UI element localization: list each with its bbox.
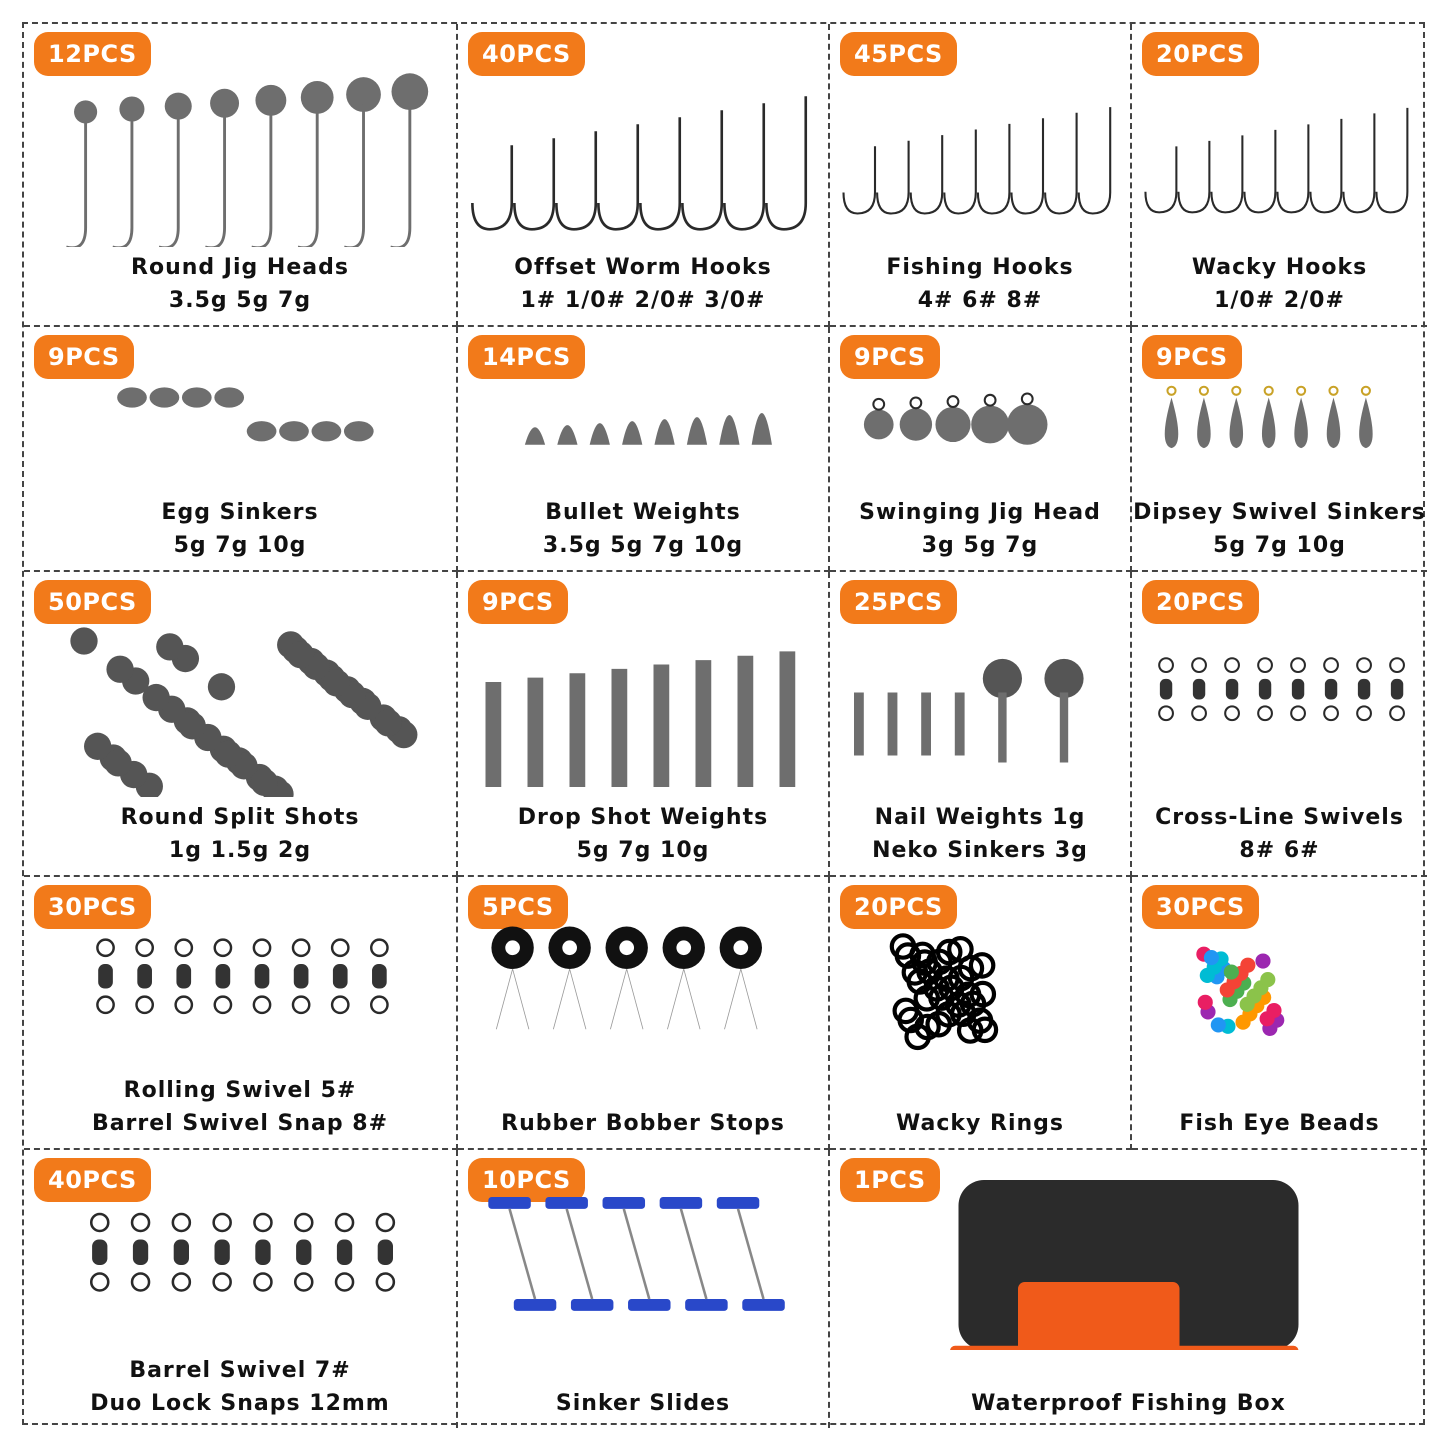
product-cell: 20PCS Wacky Rings: [830, 877, 1132, 1150]
product-title: Offset Worm Hooks: [514, 255, 772, 280]
product-title: Egg Sinkers: [161, 500, 319, 525]
product-subtitle: 1# 1/0# 2/0# 3/0#: [520, 288, 766, 313]
count-badge: 20PCS: [1142, 32, 1259, 76]
nail-weight-icon: [840, 602, 1120, 797]
count-badge: 50PCS: [34, 580, 151, 624]
product-title: Rolling Swivel 5#: [123, 1078, 357, 1103]
product-cell: 40PCS Offset Worm Hooks 1# 1/0# 2/0# 3/0#: [458, 24, 830, 327]
product-title: Barrel Swivel 7#: [129, 1358, 351, 1383]
product-title: Drop Shot Weights: [517, 805, 769, 830]
product-subtitle: 3.5g 5g 7g: [168, 288, 312, 313]
product-cell: 1PCS Waterproof Fishing Box: [830, 1150, 1427, 1428]
product-subtitle: 5g 7g 10g: [173, 533, 307, 558]
product-title: Swinging Jig Head: [859, 500, 1101, 525]
count-badge: 25PCS: [840, 580, 957, 624]
split-shot-icon: [34, 602, 446, 808]
product-cell: 9PCS Dipsey Swivel Sinkers 5g 7g 10g: [1132, 327, 1427, 572]
count-badge: 30PCS: [34, 885, 151, 929]
product-subtitle: 5g 7g 10g: [1213, 533, 1346, 558]
product-cell: 30PCS Rolling Swivel 5# Barrel Swivel Sna…: [24, 877, 458, 1150]
product-title: Fish Eye Beads: [1179, 1111, 1380, 1136]
product-subtitle: 8# 6#: [1239, 838, 1320, 863]
wacky-hook-icon: [1142, 54, 1417, 247]
count-badge: 45PCS: [840, 32, 957, 76]
count-badge: 20PCS: [840, 885, 957, 929]
count-badge: 9PCS: [1142, 335, 1242, 379]
product-title: Round Jig Heads: [131, 255, 349, 280]
count-badge: 10PCS: [468, 1158, 585, 1202]
duo-lock-snap-icon: [34, 1180, 446, 1350]
rolling-swivel-icon: [34, 907, 446, 1070]
product-title: Cross-Line Swivels: [1155, 805, 1404, 830]
product-subtitle: Neko Sinkers 3g: [872, 838, 1088, 863]
jig-head-icon: [34, 54, 446, 250]
product-subtitle: Duo Lock Snaps 12mm: [90, 1391, 390, 1416]
egg-sinker-icon: [34, 357, 446, 492]
product-cell: 9PCS Egg Sinkers 5g 7g 10g: [24, 327, 458, 572]
fishing-hook-icon: [840, 54, 1120, 247]
product-title: Nail Weights 1g: [874, 805, 1086, 830]
product-title: Sinker Slides: [555, 1391, 731, 1416]
product-grid: 12PCS Round Jig Heads 3.5g 5g 7g 40PCS Off…: [22, 22, 1427, 1428]
cross-swivel-icon: [1142, 602, 1417, 797]
product-cell: 25PCS Nail Weights 1g Neko Sinkers 3g: [830, 572, 1132, 877]
product-title: Round Split Shots: [120, 805, 360, 830]
count-badge: 12PCS: [34, 32, 151, 76]
product-title: Waterproof Fishing Box: [971, 1391, 1286, 1416]
product-title: Rubber Bobber Stops: [501, 1111, 785, 1136]
product-title: Bullet Weights: [545, 500, 741, 525]
product-cell: 5PCS Rubber Bobber Stops: [458, 877, 830, 1150]
product-subtitle: 3.5g 5g 7g 10g: [542, 533, 744, 558]
product-cell: 20PCS Cross-Line Swivels 8# 6#: [1132, 572, 1427, 877]
count-badge: 40PCS: [34, 1158, 151, 1202]
product-subtitle: 1/0# 2/0#: [1214, 288, 1345, 313]
product-subtitle: 4# 6# 8#: [917, 288, 1043, 313]
product-cell: 9PCS Drop Shot Weights 5g 7g 10g: [458, 572, 830, 877]
sinker-slide-icon: [468, 1180, 818, 1350]
product-title: Wacky Rings: [896, 1111, 1064, 1136]
drop-shot-icon: [468, 602, 818, 797]
count-badge: 1PCS: [840, 1158, 940, 1202]
product-cell: 30PCS Fish Eye Beads: [1132, 877, 1427, 1150]
count-badge: 30PCS: [1142, 885, 1259, 929]
product-subtitle: 1g 1.5g 2g: [168, 838, 312, 863]
count-badge: 9PCS: [840, 335, 940, 379]
product-subtitle: Barrel Swivel Snap 8#: [91, 1111, 389, 1136]
product-cell: 9PCS Swinging Jig Head 3g 5g 7g: [830, 327, 1132, 572]
count-badge: 9PCS: [34, 335, 134, 379]
bullet-weight-icon: [468, 357, 818, 492]
count-badge: 5PCS: [468, 885, 568, 929]
product-title: Fishing Hooks: [886, 255, 1074, 280]
tackle-box-icon: [840, 1180, 1417, 1359]
product-cell: 12PCS Round Jig Heads 3.5g 5g 7g: [24, 24, 458, 327]
swinging-jig-icon: [840, 357, 1120, 492]
count-badge: 14PCS: [468, 335, 585, 379]
product-subtitle: 5g 7g 10g: [576, 838, 710, 863]
product-cell: 50PCS Round Split Shots 1g 1.5g 2g: [24, 572, 458, 877]
bobber-stop-icon: [468, 907, 818, 1070]
offset-hook-icon: [468, 54, 818, 247]
product-cell: 45PCS Fishing Hooks 4# 6# 8#: [830, 24, 1132, 327]
product-title: Wacky Hooks: [1191, 255, 1368, 280]
wacky-ring-icon: [840, 907, 1120, 1070]
dipsey-sinker-icon: [1142, 357, 1417, 492]
product-cell: 20PCS Wacky Hooks 1/0# 2/0#: [1132, 24, 1427, 327]
count-badge: 20PCS: [1142, 580, 1259, 624]
product-cell: 10PCS Sinker Slides: [458, 1150, 830, 1428]
count-badge: 9PCS: [468, 580, 568, 624]
product-cell: 40PCS Barrel Swivel 7# Duo Lock Snaps 12m…: [24, 1150, 458, 1428]
product-cell: 14PCS Bullet Weights 3.5g 5g 7g 10g: [458, 327, 830, 572]
product-title: Dipsey Swivel Sinkers: [1133, 500, 1426, 525]
fish-eye-bead-icon: [1142, 907, 1417, 1070]
product-subtitle: 3g 5g 7g: [921, 533, 1039, 558]
count-badge: 40PCS: [468, 32, 585, 76]
